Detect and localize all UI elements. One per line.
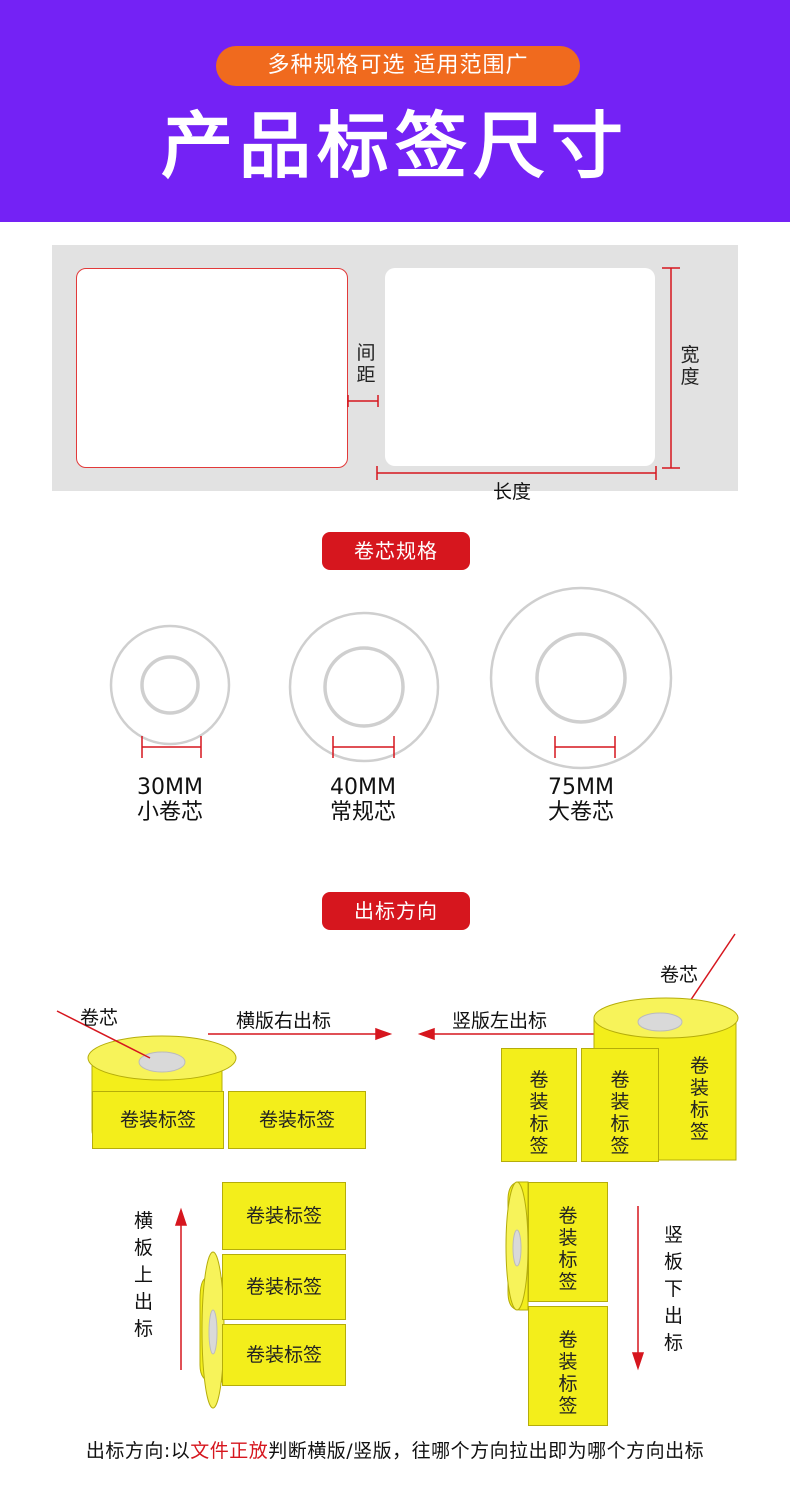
page-title: 产品标签尺寸 (160, 104, 629, 188)
core-label-right: 卷芯 (660, 964, 699, 986)
core-30-name: 小卷芯 (136, 800, 203, 825)
core-spec-tag: 卷芯规格 (322, 532, 470, 570)
header-banner (0, 0, 790, 222)
roll-label-text: 卷装标签 (610, 1069, 630, 1157)
roll-label: 卷装标签 (222, 1254, 346, 1320)
header-pill: 多种规格可选 适用范围广 (216, 46, 580, 86)
core-rings (109, 586, 673, 770)
label-right (385, 268, 655, 466)
roll-label: 卷装标签 (528, 1182, 608, 1302)
roll-label-text: 卷装标签 (558, 1205, 578, 1293)
label-left (76, 268, 348, 468)
roll-label: 卷装标签 (581, 1048, 659, 1162)
horizontal-up-label: 横板上出标 (134, 1210, 154, 1340)
horizontal-right-label: 横版右出标 (236, 1010, 332, 1032)
core-75-name: 大卷芯 (547, 800, 614, 825)
roll-label: 卷装标签 (222, 1324, 346, 1386)
roll-drawings (56, 933, 739, 1409)
roll-label: 卷装标签 (222, 1182, 346, 1250)
core-30-size: 30MM (137, 775, 203, 800)
footer-part1: 出标方向:以 (85, 1440, 191, 1462)
roll-label-text: 卷装标签 (690, 1055, 710, 1143)
footer-highlight: 文件正放 (190, 1440, 269, 1462)
width-label: 宽度 (680, 344, 700, 388)
core-40-size: 40MM (330, 775, 396, 800)
core-75-size: 75MM (548, 775, 614, 800)
direction-tag: 出标方向 (322, 892, 470, 930)
sheet-dimension-lines (347, 267, 680, 480)
roll-label: 卷装标签 (528, 1306, 608, 1426)
vertical-down-label: 竖板下出标 (664, 1224, 684, 1354)
footer-note: 出标方向:以文件正放判断横版/竖版，往哪个方向拉出即为哪个方向出标 (0, 1436, 790, 1463)
roll-label: 卷装标签 (92, 1091, 224, 1149)
roll-label-text: 卷装标签 (529, 1069, 549, 1157)
roll-label-text: 卷装标签 (558, 1329, 578, 1417)
core-40-name: 常规芯 (329, 800, 396, 825)
gap-label: 间距 (356, 342, 376, 386)
roll-label: 卷装标签 (228, 1091, 366, 1149)
vertical-left-label: 竖版左出标 (452, 1010, 548, 1032)
length-label: 长度 (493, 481, 532, 503)
footer-part2: 判断横版/竖版，往哪个方向拉出即为哪个方向出标 (268, 1440, 705, 1462)
core-label-left: 卷芯 (80, 1007, 119, 1029)
roll-label: 卷装标签 (501, 1048, 577, 1162)
